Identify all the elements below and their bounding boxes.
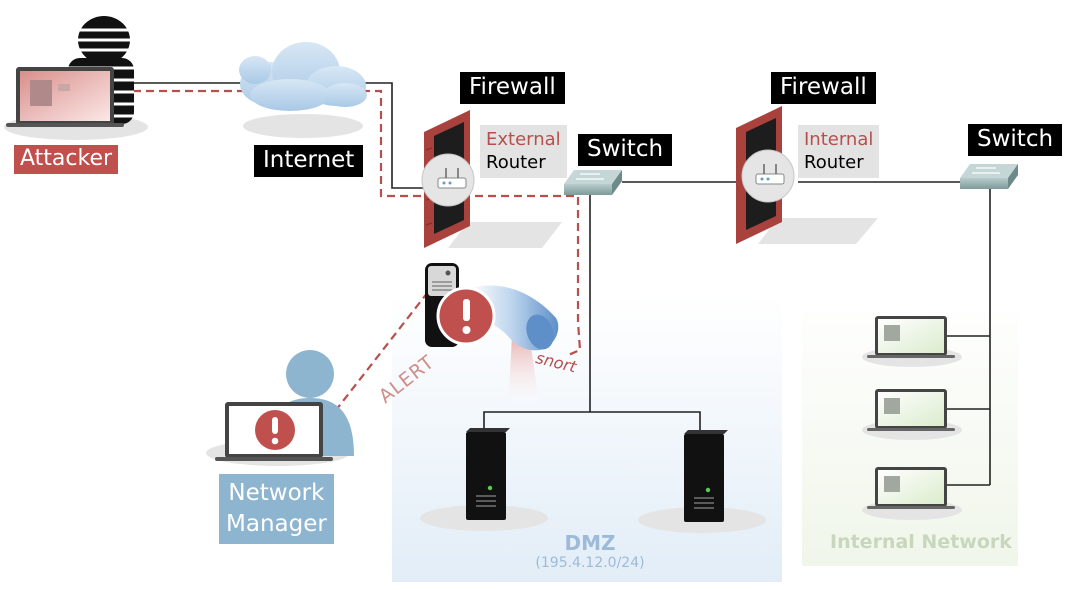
internal-router-type: Internal — [804, 129, 874, 150]
external-router-type: External — [486, 129, 561, 150]
dmz-title: DMZ — [564, 531, 616, 555]
manager-label-line2: Manager — [226, 511, 327, 538]
external-router-icon — [421, 153, 475, 207]
internal-laptop-icon — [867, 389, 955, 431]
ids-alert-icon — [436, 286, 496, 346]
manager-label-line1: Network — [228, 480, 325, 506]
dmz-subnet: (195.4.12.0/24) — [535, 555, 645, 571]
internet-label: Internet — [254, 145, 364, 177]
snort-beam — [508, 336, 540, 410]
internal-firewall-label: Firewall — [771, 72, 876, 104]
cloud-icon — [239, 42, 367, 111]
internal-firewall-icon — [736, 106, 795, 244]
internal-router-label: Internal Router — [798, 125, 880, 178]
external-router-name: Router — [486, 151, 546, 173]
attacker-icon — [6, 16, 134, 127]
attacker-laptop-icon — [6, 67, 124, 127]
attack-path — [133, 89, 582, 429]
network-manager-label: Network Manager — [219, 474, 334, 545]
internal-laptop-icon — [867, 467, 955, 509]
dmz-server-icon — [466, 428, 510, 520]
attacker-label: Attacker — [14, 145, 119, 174]
dmz-server-icon — [684, 430, 728, 522]
network-manager-icon — [215, 350, 354, 461]
external-router-label: External Router — [480, 125, 567, 178]
internal-router-name: Router — [804, 151, 864, 173]
dmz-switch-icon — [564, 170, 622, 195]
internal-switch-icon — [960, 164, 1018, 189]
external-firewall-label: Firewall — [460, 72, 565, 104]
manager-alert-icon — [255, 410, 295, 450]
ids-sensor-icon — [470, 285, 559, 351]
internal-network-title: Internal Network — [830, 531, 1012, 553]
network-cables — [130, 82, 991, 486]
internal-laptop-icon — [867, 316, 955, 358]
dmz-switch-label: Switch — [578, 134, 673, 166]
internal-switch-label: Switch — [968, 124, 1063, 156]
internal-router-icon — [741, 149, 795, 203]
external-firewall-icon — [421, 110, 475, 248]
